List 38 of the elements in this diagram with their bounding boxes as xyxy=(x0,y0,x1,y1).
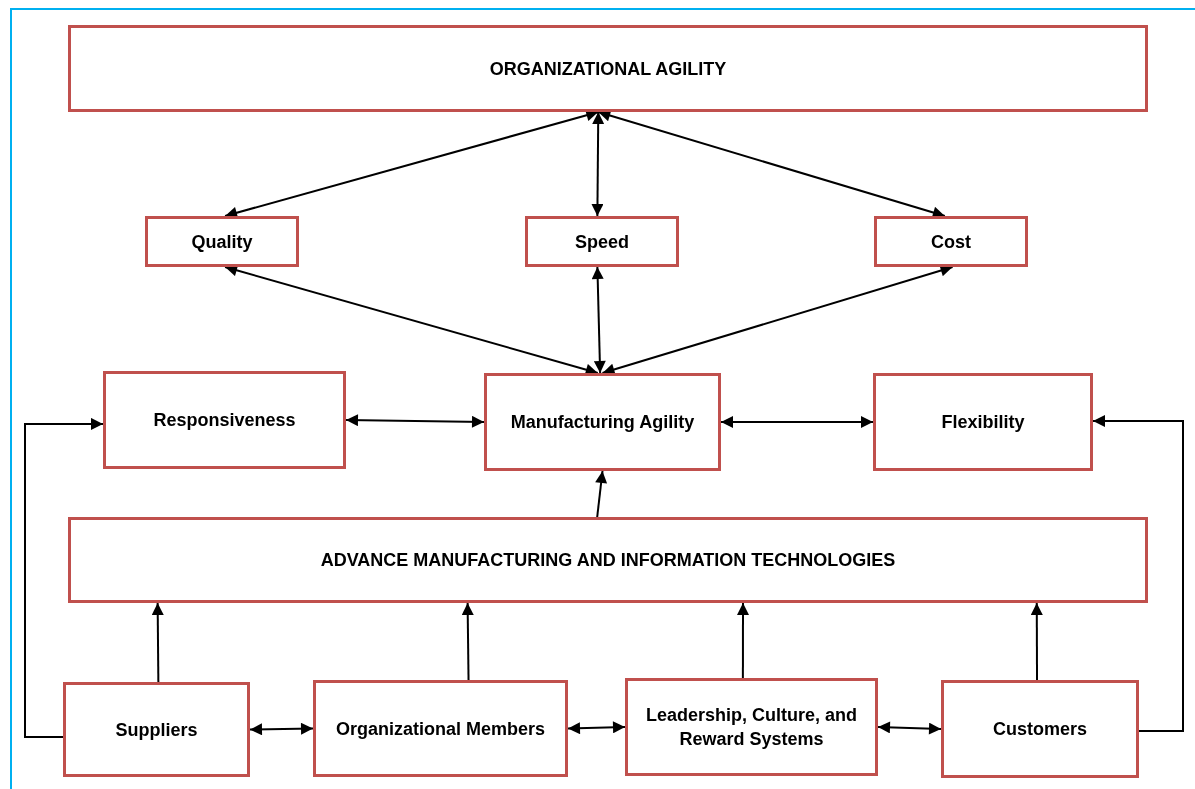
process-box xyxy=(68,25,1148,112)
arrow xyxy=(1030,602,1043,681)
arrow xyxy=(24,417,104,739)
process-box xyxy=(941,680,1139,778)
process-box xyxy=(873,373,1093,471)
process-box xyxy=(625,678,878,776)
box-label: Speed xyxy=(574,230,630,254)
arrow xyxy=(151,602,164,683)
box-label: Cost xyxy=(930,230,972,254)
arrow xyxy=(591,266,606,374)
box-label: Customers xyxy=(992,718,1088,741)
arrow xyxy=(249,722,314,736)
box-label: Suppliers xyxy=(114,718,199,742)
box-label: Leadership, Culture, and Reward Systems xyxy=(644,704,858,751)
box-label: Responsiveness xyxy=(152,409,297,432)
arrow xyxy=(345,414,485,428)
box-label: Quality xyxy=(190,230,254,254)
process-box xyxy=(63,682,250,777)
arrow xyxy=(595,470,608,518)
box-label: ADVANCE MANUFACTURING AND INFORMATION TECHNOLOGIES xyxy=(319,549,897,572)
box-label: Flexibility xyxy=(940,411,1026,434)
process-box xyxy=(103,371,346,469)
process-box xyxy=(313,680,568,777)
process-box xyxy=(525,216,679,267)
arrow xyxy=(877,721,942,735)
process-box xyxy=(484,373,721,471)
box-label: Manufacturing Agility xyxy=(509,411,696,434)
process-box xyxy=(874,216,1028,267)
process-box xyxy=(145,216,299,267)
arrow xyxy=(461,602,474,681)
box-label: ORGANIZATIONAL AGILITY xyxy=(488,57,728,81)
arrow xyxy=(567,721,626,735)
box-label: Organizational Members xyxy=(334,717,547,741)
arrow xyxy=(591,111,605,217)
process-box xyxy=(68,517,1148,603)
arrow xyxy=(720,416,874,428)
arrow xyxy=(737,602,749,679)
arrow xyxy=(1092,415,1184,732)
